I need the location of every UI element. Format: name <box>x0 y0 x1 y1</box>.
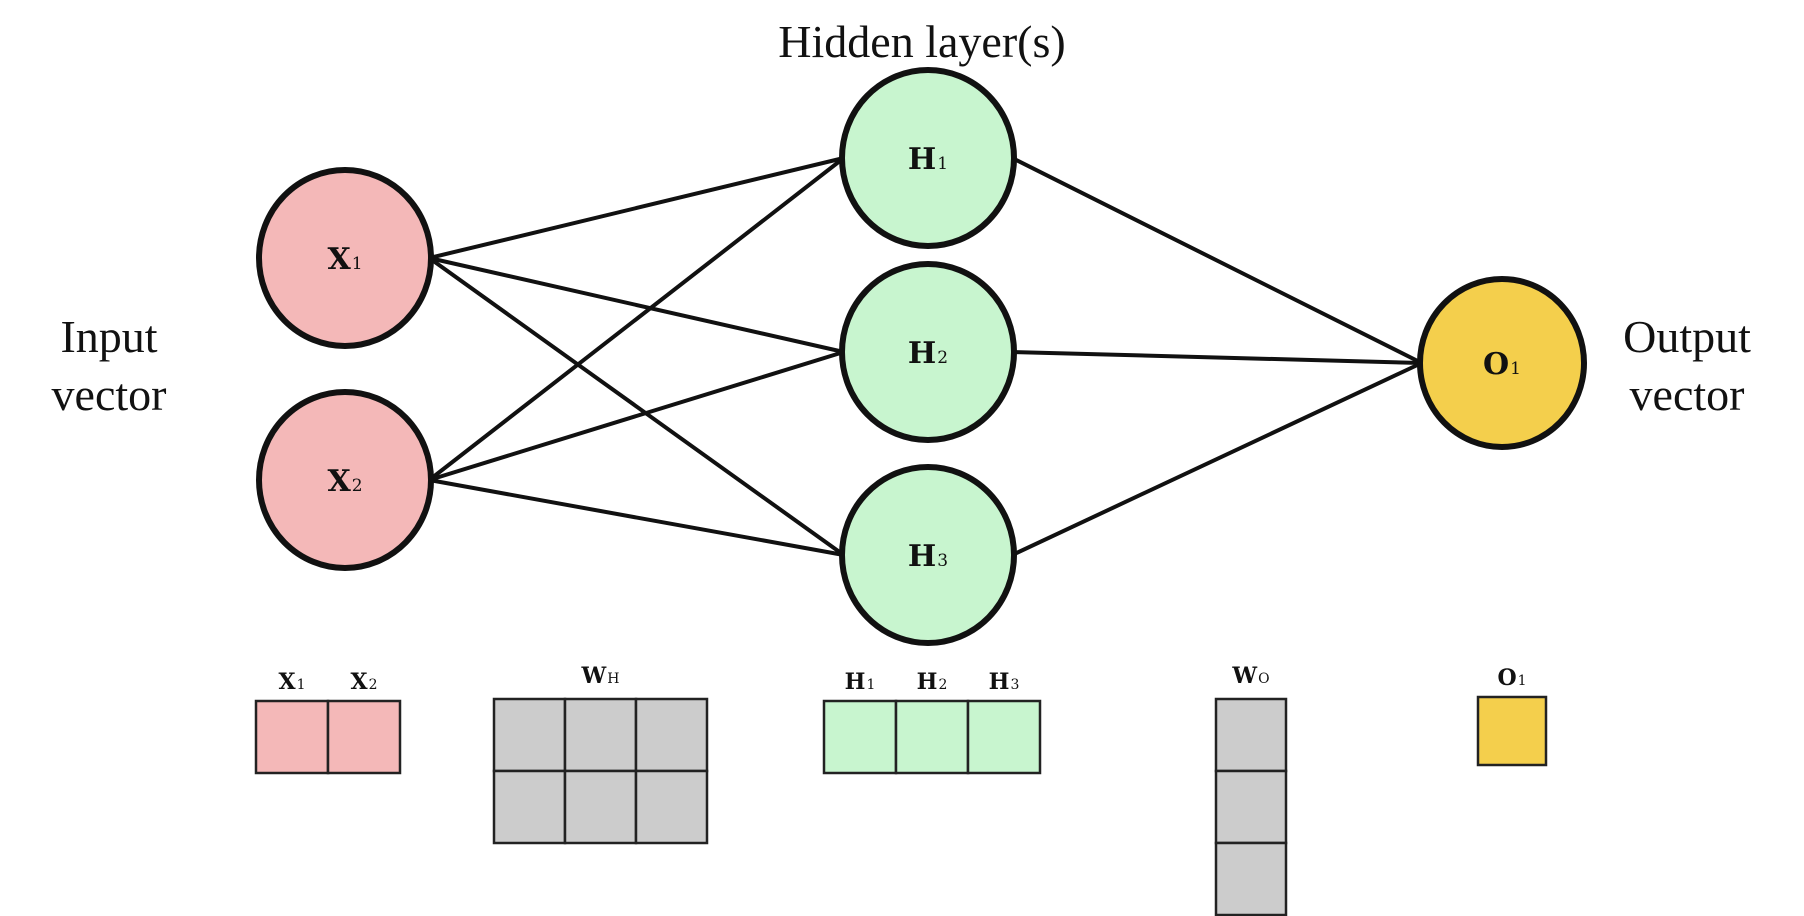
matrix-output-vector: O1 <box>1476 665 1548 767</box>
matrix-output-weights-label: WO <box>1231 663 1269 689</box>
matrix-cell <box>254 699 330 775</box>
node-x1-label-main: X <box>327 242 351 277</box>
node-h1: H1 <box>839 67 1017 249</box>
matrix-hidden-weights-label: WH <box>581 663 620 689</box>
connections <box>427 156 1424 557</box>
node-h2: H2 <box>839 261 1017 443</box>
node-o1-circle <box>1417 276 1587 450</box>
node-x2: X2 <box>256 389 434 571</box>
matrix-cell <box>563 697 638 773</box>
output-vector-label-line2: vector <box>1630 369 1745 420</box>
matrix-cell <box>1214 841 1288 916</box>
matrix-cell <box>1214 697 1288 773</box>
matrix-cell <box>634 769 709 845</box>
matrix-input-vector-label-0-main: X <box>279 669 297 695</box>
node-h1-circle <box>839 67 1017 249</box>
matrix-hidden-vector-label-0-subscript: 1 <box>866 677 875 693</box>
matrix-input-vector-label-1-main: X <box>351 669 369 695</box>
edge-x2-h2 <box>427 350 846 482</box>
matrix-cell <box>966 699 1042 775</box>
input-vector-label-line1: Input <box>60 311 157 362</box>
matrix-hidden-vector-label-2: H3 <box>989 669 1020 695</box>
node-x1-label: X1 <box>327 242 362 277</box>
edge-h3-o1 <box>1010 361 1424 557</box>
node-x2-circle <box>256 389 434 571</box>
node-h1-label: H1 <box>908 142 948 177</box>
matrix-cell <box>492 697 567 773</box>
node-h2-label: H2 <box>908 336 948 371</box>
matrix-output-vector-label-0: O1 <box>1497 665 1526 691</box>
matrix-input-vector-label-1-subscript: 2 <box>369 677 378 693</box>
node-h3-circle <box>839 464 1017 646</box>
matrix-output-weights-label-main: W <box>1231 663 1257 689</box>
matrix-cell <box>822 699 898 775</box>
node-x2-label-main: X <box>327 464 351 499</box>
node-h2-label-main: H <box>908 336 936 371</box>
edge-x1-h2 <box>427 256 846 354</box>
matrix-hidden-vector-label-1-subscript: 2 <box>938 677 947 693</box>
matrix-output-weights-label-subscript: O <box>1258 671 1269 687</box>
matrix-input-vector-label-0: X1 <box>279 669 306 695</box>
matrix-cell <box>1476 695 1548 767</box>
node-o1: O1 <box>1417 276 1587 450</box>
node-h3-label: H3 <box>908 539 948 574</box>
matrix-hidden-vector-label-2-subscript: 3 <box>1010 677 1019 693</box>
node-h2-label-subscript: 2 <box>937 348 948 368</box>
matrix-output-vector-label-0-subscript: 1 <box>1518 673 1527 689</box>
input-vector-label-line2: vector <box>52 369 167 420</box>
edge-x1-h1 <box>427 156 846 260</box>
node-o1-label-main: O <box>1483 347 1509 382</box>
node-o1-label: O1 <box>1483 347 1521 382</box>
matrix-cell <box>1214 769 1288 845</box>
node-x1-label-subscript: 1 <box>352 254 363 274</box>
matrix-input-vector-label-1: X2 <box>351 669 378 695</box>
matrix-hidden-vector-label-1: H2 <box>917 669 948 695</box>
node-h1-label-main: H <box>908 142 936 177</box>
node-h3-label-main: H <box>908 539 936 574</box>
matrix-hidden-weights: WH <box>492 663 709 845</box>
output-vector-label-line1: Output <box>1623 311 1751 362</box>
matrix-hidden-weights-label-main: W <box>581 663 607 689</box>
matrix-output-vector-label-0-main: O <box>1497 665 1516 691</box>
matrix-cell <box>634 697 709 773</box>
node-x1-circle <box>256 167 434 349</box>
matrix-hidden-vector-label-1-main: H <box>917 669 938 695</box>
hidden-layer-heading: Hidden layer(s) <box>778 16 1065 67</box>
matrix-hidden-vector-label-2-main: H <box>989 669 1010 695</box>
matrix-hidden-weights-label-subscript: H <box>607 671 619 687</box>
edge-x2-h3 <box>427 478 846 557</box>
node-o1-label-subscript: 1 <box>1510 359 1521 379</box>
node-h2-circle <box>839 261 1017 443</box>
matrix-cell <box>563 769 638 845</box>
matrix-output-weights: WO <box>1214 663 1288 916</box>
edge-x2-h1 <box>427 156 846 482</box>
node-h3-label-subscript: 3 <box>937 551 948 571</box>
node-x2-label: X2 <box>327 464 362 499</box>
node-h1-label-subscript: 1 <box>937 154 948 174</box>
matrix-hidden-vector-label-0-main: H <box>845 669 866 695</box>
edge-h2-o1 <box>1010 350 1424 365</box>
node-h3: H3 <box>839 464 1017 646</box>
matrix-cell <box>492 769 567 845</box>
edge-x1-h3 <box>427 256 846 557</box>
edge-h1-o1 <box>1010 156 1424 365</box>
matrix-input-vector-label-0-subscript: 1 <box>297 677 306 693</box>
matrix-cell <box>326 699 402 775</box>
matrix-cell <box>894 699 970 775</box>
matrix-hidden-vector-label-0: H1 <box>845 669 876 695</box>
node-x2-label-subscript: 2 <box>352 476 363 496</box>
node-x1: X1 <box>256 167 434 349</box>
